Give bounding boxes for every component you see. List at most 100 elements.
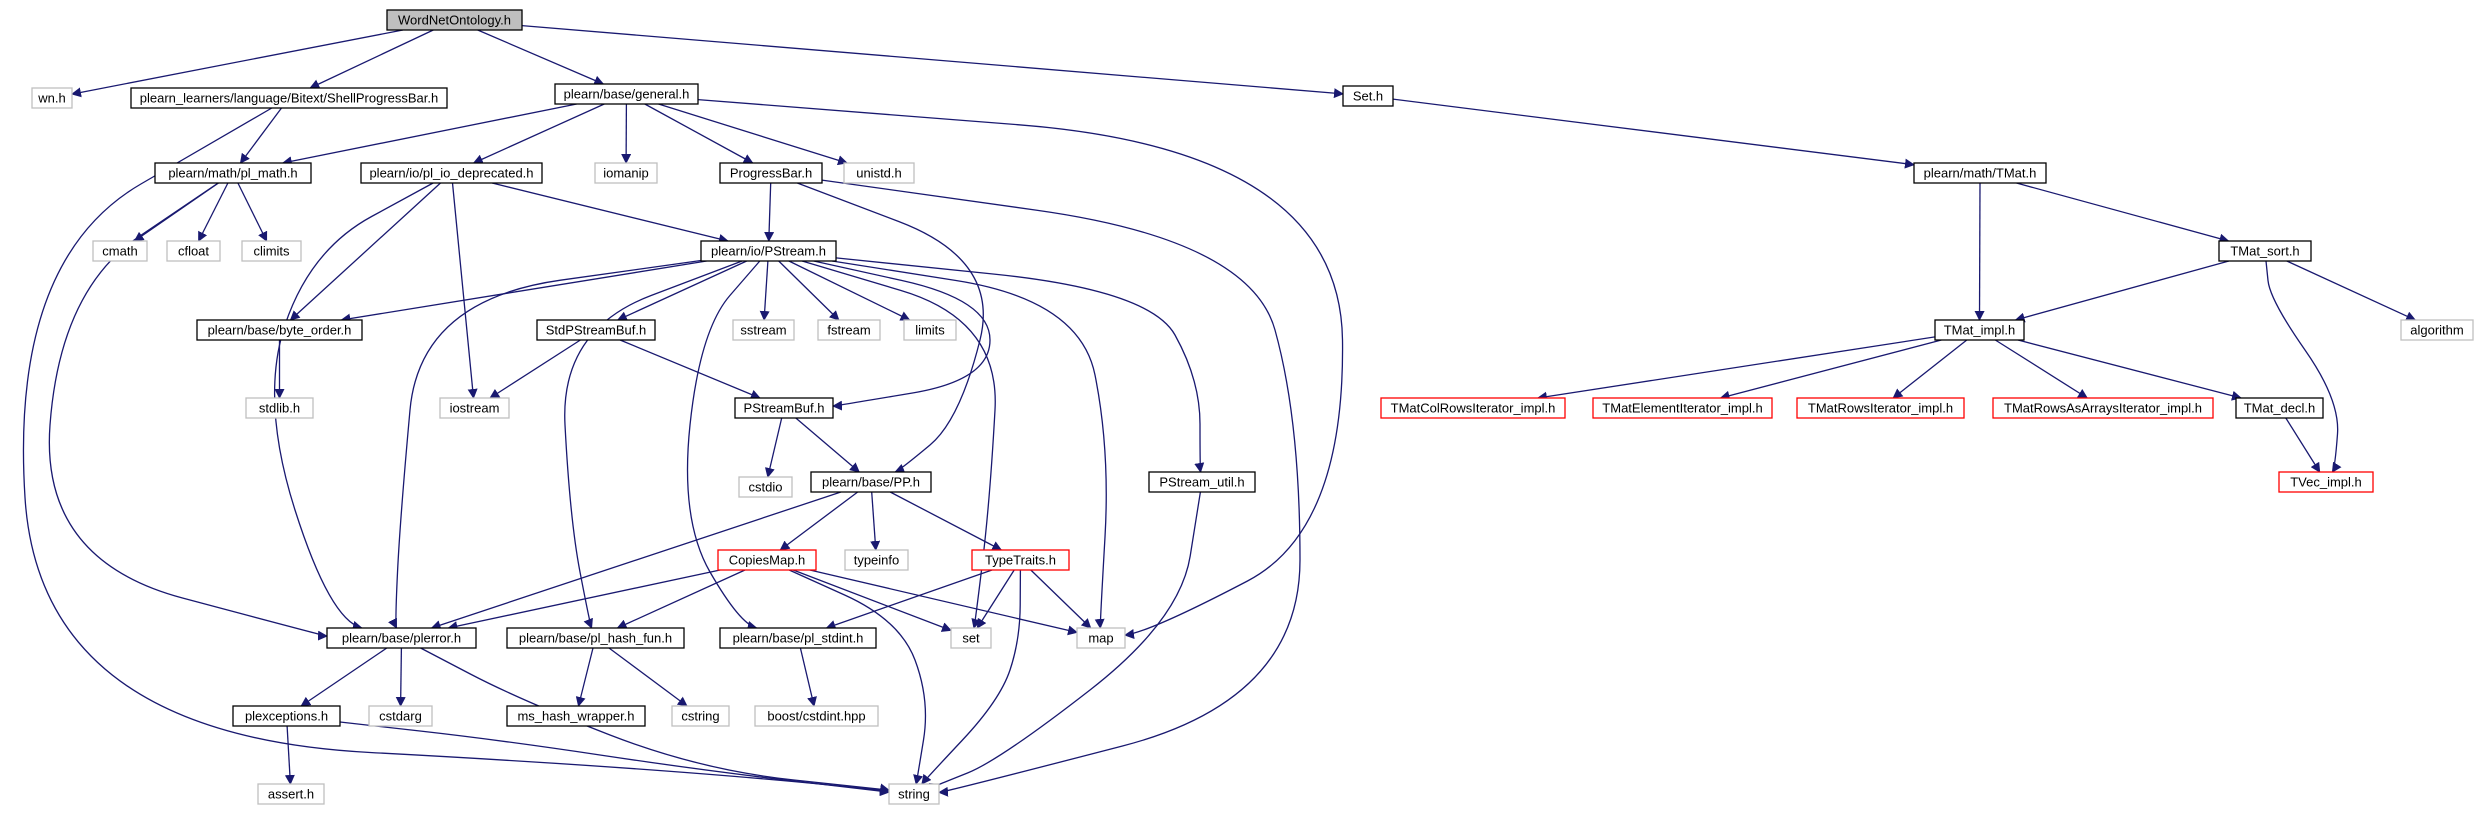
- node-element[interactable]: TMatElementIterator_impl.h: [1592, 397, 1773, 419]
- node-set[interactable]: set: [950, 627, 992, 649]
- edge-copiesmap-to-plerror: [447, 569, 721, 632]
- node-copiesmap[interactable]: CopiesMap.h: [717, 549, 817, 571]
- edge-line: [22, 107, 890, 796]
- node-tmat_decl[interactable]: TMat_decl.h: [2235, 397, 2324, 419]
- edge-line: [809, 569, 1078, 636]
- node-label: WordNetOntology.h: [398, 13, 511, 28]
- node-boost_cstdint[interactable]: boost/cstdint.hpp: [754, 705, 879, 727]
- edge-line: [764, 417, 783, 478]
- node-assert[interactable]: assert.h: [257, 783, 325, 805]
- node-rows[interactable]: TMatRowsIterator_impl.h: [1796, 397, 1965, 419]
- node-box: [1796, 397, 1965, 419]
- node-typeinfo[interactable]: typeinfo: [844, 549, 909, 571]
- node-label: plearn/math/pl_math.h: [168, 166, 297, 181]
- node-pl_stdint[interactable]: plearn/base/pl_stdint.h: [719, 627, 877, 649]
- edge-pl_math-to-cfloat: [198, 182, 229, 242]
- node-label: PStreamBuf.h: [744, 401, 825, 416]
- node-stdpstreambuf[interactable]: StdPStreamBuf.h: [536, 319, 656, 341]
- edge-line: [198, 182, 229, 242]
- node-box: [2218, 240, 2312, 262]
- edge-line: [764, 182, 775, 242]
- node-rowsasarrays[interactable]: TMatRowsAsArraysIterator_impl.h: [1992, 397, 2214, 419]
- edge-line: [575, 647, 594, 707]
- node-pstreambuf[interactable]: PStreamBuf.h: [734, 397, 834, 419]
- edge-line: [928, 491, 1202, 793]
- node-box: [817, 319, 881, 341]
- node-label: fstream: [827, 323, 870, 338]
- node-label: plearn/io/pl_io_deprecated.h: [369, 166, 533, 181]
- edge-line: [619, 339, 761, 400]
- edge-tmat_sort-to-tmat_impl: [2014, 260, 2230, 323]
- node-tmat[interactable]: plearn/math/TMat.h: [1913, 162, 2047, 184]
- node-box: [671, 705, 730, 727]
- edge-pstreambuf-to-pp: [795, 417, 860, 473]
- node-string[interactable]: string: [888, 783, 940, 805]
- node-climits[interactable]: climits: [241, 240, 302, 262]
- node-byte_order[interactable]: plearn/base/byte_order.h: [196, 319, 363, 341]
- node-plerror[interactable]: plearn/base/plerror.h: [326, 627, 477, 649]
- node-fstream[interactable]: fstream: [817, 319, 881, 341]
- edge-layer: [22, 24, 2417, 797]
- node-map[interactable]: map: [1076, 627, 1126, 649]
- node-ms_hash_wrapper[interactable]: ms_hash_wrapper.h: [506, 705, 646, 727]
- node-tmat_impl[interactable]: TMat_impl.h: [1934, 319, 2025, 341]
- node-label: set: [962, 631, 980, 646]
- node-pstream[interactable]: plearn/io/PStream.h: [700, 240, 837, 262]
- node-box: [1992, 397, 2214, 419]
- node-shellprogressbar[interactable]: plearn_learners/language/Bitext/ShellPro…: [130, 87, 448, 109]
- node-box: [130, 87, 448, 109]
- node-set_h[interactable]: Set.h: [1342, 85, 1394, 107]
- node-pl_io_deprecated[interactable]: plearn/io/pl_io_deprecated.h: [360, 162, 543, 184]
- node-iostream[interactable]: iostream: [439, 397, 510, 419]
- node-label: cstdio: [749, 480, 783, 495]
- edge-line: [237, 182, 268, 242]
- node-iomanip[interactable]: iomanip: [594, 162, 658, 184]
- node-typetraits[interactable]: TypeTraits.h: [971, 549, 1070, 571]
- node-label: ProgressBar.h: [730, 166, 812, 181]
- node-colrows[interactable]: TMatColRowsIterator_impl.h: [1380, 397, 1566, 419]
- node-unistd[interactable]: unistd.h: [843, 162, 915, 184]
- edge-line: [340, 260, 707, 324]
- node-pstream_util[interactable]: PStream_util.h: [1148, 471, 1256, 493]
- edge-line: [889, 491, 1003, 551]
- edge-line: [284, 725, 295, 785]
- edge-tmat_impl-to-tmat_decl: [2017, 339, 2242, 401]
- node-label: TypeTraits.h: [985, 553, 1056, 568]
- node-plexceptions[interactable]: plexceptions.h: [232, 705, 341, 727]
- node-progressbar[interactable]: ProgressBar.h: [719, 162, 823, 184]
- node-cstdarg[interactable]: cstdarg: [368, 705, 433, 727]
- node-cstring[interactable]: cstring: [671, 705, 730, 727]
- node-sstream[interactable]: sstream: [732, 319, 795, 341]
- edge-line: [1536, 336, 1936, 402]
- edge-line: [430, 491, 842, 630]
- edge-pl_math-to-plerror: [48, 182, 328, 641]
- node-box: [241, 240, 302, 262]
- node-tvec_impl[interactable]: TVec_impl.h: [2278, 471, 2374, 493]
- node-cstdio[interactable]: cstdio: [738, 476, 793, 498]
- node-box: [754, 705, 879, 727]
- edge-line: [300, 647, 388, 707]
- node-pp[interactable]: plearn/base/PP.h: [810, 471, 932, 493]
- edge-line: [792, 569, 952, 632]
- edge-line: [2265, 260, 2342, 473]
- node-pl_math[interactable]: plearn/math/pl_math.h: [154, 162, 312, 184]
- node-pl_hash_fun[interactable]: plearn/base/pl_hash_fun.h: [506, 627, 685, 649]
- edge-tmat_impl-to-rows: [1892, 339, 1968, 399]
- edge-line: [388, 259, 702, 629]
- edge-pstream-to-pl_stdint: [686, 260, 761, 631]
- node-cfloat[interactable]: cfloat: [166, 240, 221, 262]
- edge-line: [616, 569, 746, 629]
- node-wn[interactable]: wn.h: [31, 87, 73, 109]
- node-tmat_sort[interactable]: TMat_sort.h: [2218, 240, 2312, 262]
- node-algorithm[interactable]: algorithm: [2400, 319, 2474, 341]
- node-general[interactable]: plearn/base/general.h: [554, 83, 699, 105]
- node-label: plearn_learners/language/Bitext/ShellPro…: [140, 91, 438, 106]
- node-label: TMat_impl.h: [1944, 323, 2016, 338]
- node-label: CopiesMap.h: [729, 553, 806, 568]
- node-stdlib[interactable]: stdlib.h: [245, 397, 314, 419]
- node-cmath[interactable]: cmath: [92, 240, 148, 262]
- node-limits[interactable]: limits: [903, 319, 957, 341]
- node-label: Set.h: [1353, 89, 1383, 104]
- node-label: boost/cstdint.hpp: [767, 709, 865, 724]
